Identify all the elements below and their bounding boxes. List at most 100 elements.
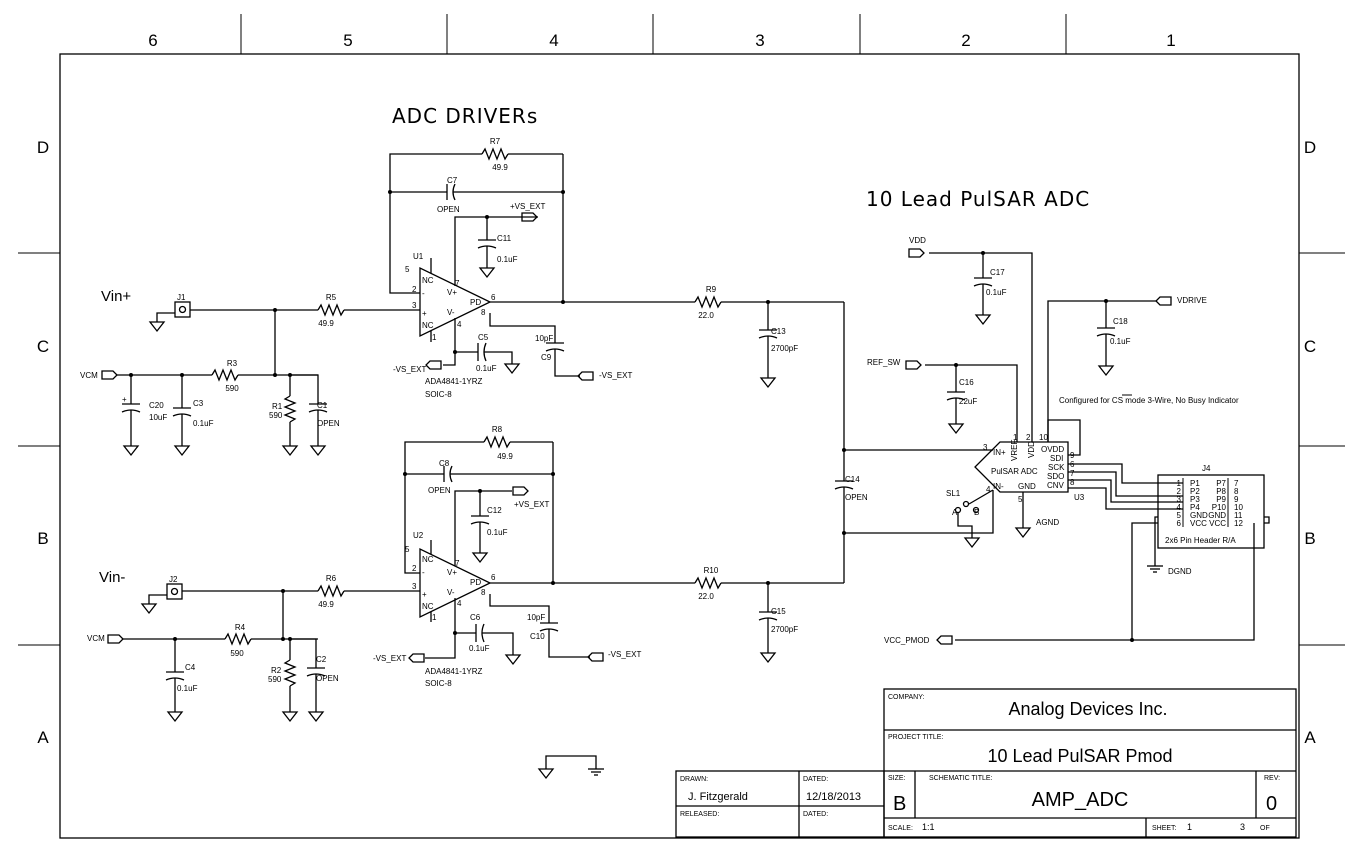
svg-text:PROJECT TITLE:: PROJECT TITLE: xyxy=(888,734,943,741)
j1-ref: J1 xyxy=(177,293,186,302)
svg-text:2: 2 xyxy=(1026,433,1031,442)
project-title: 10 Lead PulSAR Pmod xyxy=(987,746,1172,766)
svg-text:C9: C9 xyxy=(541,353,552,362)
svg-text:11: 11 xyxy=(1234,511,1243,520)
svg-text:4: 4 xyxy=(1177,503,1182,512)
r3-resistor xyxy=(211,368,239,382)
svg-text:0.1uF: 0.1uF xyxy=(497,255,518,264)
svg-text:0.1uF: 0.1uF xyxy=(476,364,497,373)
svg-text:3: 3 xyxy=(1177,495,1182,504)
zone-col-6: 6 xyxy=(148,31,157,50)
svg-text:C14: C14 xyxy=(845,475,860,484)
zone-col-2: 2 xyxy=(961,31,970,50)
svg-text:0.1uF: 0.1uF xyxy=(469,644,490,653)
svg-text:10: 10 xyxy=(1039,433,1048,442)
svg-text:6: 6 xyxy=(1177,519,1182,528)
svg-text:C3: C3 xyxy=(193,399,204,408)
svg-text:2: 2 xyxy=(412,285,417,294)
zone-column-labels: 6 5 4 3 2 1 xyxy=(148,31,1175,50)
svg-text:590: 590 xyxy=(230,649,244,658)
svg-text:C7: C7 xyxy=(447,176,458,185)
j2-connector xyxy=(166,583,183,600)
zone-row-d-left: D xyxy=(37,138,49,157)
adc-drivers-title: ADC DRIVERs xyxy=(392,104,538,128)
zone-row-b-left: B xyxy=(37,529,48,548)
svg-text:3: 3 xyxy=(983,443,988,452)
svg-text:2: 2 xyxy=(412,564,417,573)
j1-connector xyxy=(174,301,191,318)
svg-text:C15: C15 xyxy=(771,607,786,616)
svg-text:U1: U1 xyxy=(413,252,424,261)
svg-text:A: A xyxy=(952,508,958,517)
zone-row-c-left: C xyxy=(37,337,49,356)
svg-text:C2: C2 xyxy=(316,655,327,664)
svg-text:REV:: REV: xyxy=(1264,775,1280,782)
svg-text:VCC_PMOD: VCC_PMOD xyxy=(884,636,930,645)
schematic-title: AMP_ADC xyxy=(1032,789,1129,811)
vin-minus-label: Vin- xyxy=(99,569,125,586)
sl1-jumper: SL1 A B xyxy=(946,489,994,549)
svg-text:NC: NC xyxy=(422,276,434,285)
svg-text:C1: C1 xyxy=(317,401,328,410)
svg-text:SOIC-8: SOIC-8 xyxy=(425,679,452,688)
svg-text:IN+: IN+ xyxy=(993,448,1006,457)
svg-text:8: 8 xyxy=(1070,478,1075,487)
bottom-channel: Vin- J2 R6 49.9 VCM R4 590 C4 0.1uF xyxy=(87,425,844,723)
adc-u3: IN+ IN- VREF VDD OVDD SDI SCK SDO CNV GN… xyxy=(867,236,1239,539)
svg-text:7: 7 xyxy=(455,279,460,288)
svg-text:DRAWN:: DRAWN: xyxy=(680,776,708,783)
company-name: Analog Devices Inc. xyxy=(1008,699,1167,719)
r9-resistor xyxy=(694,295,722,309)
svg-text:1:1: 1:1 xyxy=(922,822,935,832)
svg-text:RELEASED:: RELEASED: xyxy=(680,811,719,818)
svg-text:8: 8 xyxy=(1234,487,1239,496)
zone-row-labels: D C B A D C B A xyxy=(37,138,1316,747)
svg-text:R7: R7 xyxy=(490,137,501,146)
svg-text:3: 3 xyxy=(412,301,417,310)
svg-text:VCC: VCC xyxy=(1209,519,1226,528)
svg-text:C6: C6 xyxy=(470,613,481,622)
svg-text:-VS_EXT: -VS_EXT xyxy=(373,654,406,663)
svg-text:SDI: SDI xyxy=(1050,454,1063,463)
r8-resistor xyxy=(483,435,511,449)
svg-text:GND: GND xyxy=(1190,511,1208,520)
svg-text:49.9: 49.9 xyxy=(318,319,334,328)
svg-text:VDRIVE: VDRIVE xyxy=(1177,296,1207,305)
svg-text:C13: C13 xyxy=(771,327,786,336)
svg-text:J4: J4 xyxy=(1202,464,1211,473)
svg-text:10uF: 10uF xyxy=(149,413,167,422)
svg-text:PD: PD xyxy=(470,298,481,307)
title-block: COMPANY: Analog Devices Inc. PROJECT TIT… xyxy=(675,688,1297,838)
svg-text:ADA4841-1YRZ: ADA4841-1YRZ xyxy=(425,377,482,386)
pulsar-adc-title: 10 Lead PulSAR ADC xyxy=(866,187,1090,211)
svg-text:5: 5 xyxy=(405,545,410,554)
svg-text:590: 590 xyxy=(268,675,282,684)
svg-text:VCM: VCM xyxy=(87,634,105,643)
svg-text:SDO: SDO xyxy=(1047,472,1064,481)
svg-text:B: B xyxy=(974,508,979,517)
svg-text:C17: C17 xyxy=(990,268,1005,277)
svg-text:SCALE:: SCALE: xyxy=(888,825,913,832)
svg-text:V+: V+ xyxy=(447,288,457,297)
svg-text:PulSAR ADC: PulSAR ADC xyxy=(991,467,1038,476)
svg-text:12/18/2013: 12/18/2013 xyxy=(806,791,861,803)
svg-text:0.1uF: 0.1uF xyxy=(193,419,214,428)
svg-text:U2: U2 xyxy=(413,531,424,540)
r5-resistor xyxy=(317,303,345,317)
svg-text:22.0: 22.0 xyxy=(698,311,714,320)
svg-text:V-: V- xyxy=(447,588,455,597)
svg-text:R8: R8 xyxy=(492,425,503,434)
svg-text:1: 1 xyxy=(1177,479,1182,488)
zone-col-4: 4 xyxy=(549,31,558,50)
svg-text:V-: V- xyxy=(447,308,455,317)
svg-text:0.1uF: 0.1uF xyxy=(986,288,1007,297)
svg-text:R6: R6 xyxy=(326,574,337,583)
svg-text:10: 10 xyxy=(1234,503,1243,512)
zone-col-5: 5 xyxy=(343,31,352,50)
svg-text:-VS_EXT: -VS_EXT xyxy=(393,365,426,374)
svg-text:OF: OF xyxy=(1260,825,1270,832)
r1-resistor xyxy=(283,395,297,423)
svg-text:C5: C5 xyxy=(478,333,489,342)
svg-text:R5: R5 xyxy=(326,293,337,302)
